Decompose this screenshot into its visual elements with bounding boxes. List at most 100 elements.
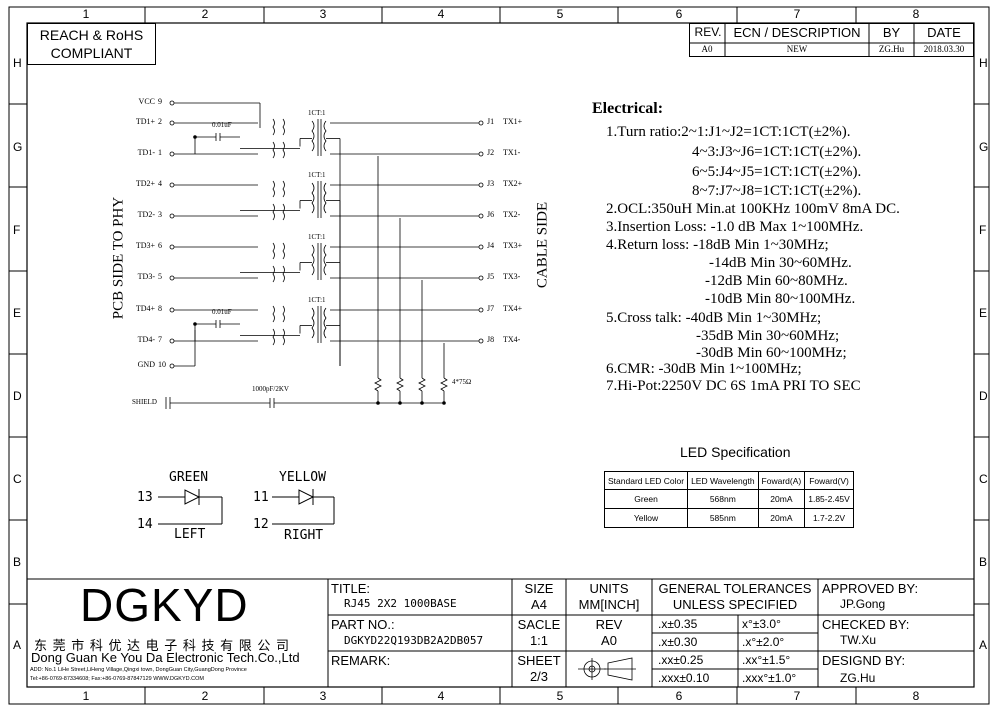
led-right-label: RIGHT [284, 528, 324, 543]
projection-symbol [578, 657, 636, 681]
zone-col-4-top: 4 [437, 7, 445, 21]
pin-right-signal: TX2- [503, 210, 521, 219]
size-label: SIZE [524, 581, 554, 596]
zone-row-g-right: G [979, 140, 989, 154]
zone-row-h-left: H [13, 56, 22, 70]
date-value: 2018.03.30 [923, 44, 965, 54]
pin-right-name: J3 [487, 179, 495, 188]
pin-left-name: VCC [138, 97, 155, 106]
checked-label: CHECKED BY: [822, 617, 910, 632]
capacitor-label: 0.01uF [212, 121, 232, 129]
pin-right-name: J6 [487, 210, 495, 219]
pin-left-num: 6 [158, 241, 162, 250]
company-name-cn: 东 莞 市 科 优 达 电 子 科 技 有 限 公 司 [34, 638, 290, 653]
sheet-value: 2/3 [529, 669, 549, 684]
tolerance-title-1: GENERAL TOLERANCES [658, 581, 812, 596]
transformer-ratio-label: 1CT:1 [308, 109, 326, 117]
company-logo: DGKYD [80, 579, 249, 631]
led-spec-title: LED Specification [680, 444, 791, 460]
pin-left-num: 8 [158, 304, 162, 313]
led-green-pin-b: 14 [137, 517, 153, 532]
zone-col-1-top: 1 [82, 7, 90, 21]
spec-line-11: 5.Cross talk: -40dB Min 1~30MHz; [606, 310, 822, 326]
transformer-ratio-label: 1CT:1 [308, 296, 326, 304]
tolerance-linear: .x±0.35 [658, 617, 698, 631]
title-label: TITLE: [331, 581, 371, 596]
pin-left-name: TD2+ [135, 179, 155, 188]
led-spec-table: Standard LED Color LED Wavelength Foward… [603, 471, 854, 528]
led-green-label: GREEN [169, 470, 209, 485]
zone-row-c-right: C [979, 472, 988, 486]
ecn-header: ECN / DESCRIPTION [733, 25, 861, 40]
pin-right-signal: TX1- [503, 148, 521, 157]
led-cell: 1.85-2.45V [804, 489, 854, 509]
checked-value: TW.Xu [840, 633, 877, 647]
table-row: Yellow 585nm 20mA 1.7-2.2V [603, 508, 854, 528]
compliance-line2: COMPLIANT [50, 45, 133, 61]
pin-left-name: TD3- [137, 272, 155, 281]
ecn-value: NEW [786, 44, 808, 54]
spec-line-4: 8~7:J7~J8=1CT:1CT(±2%). [692, 183, 862, 199]
pin-right-signal: TX2+ [503, 179, 523, 188]
tolerance-angular: .xxx°±1.0° [742, 671, 797, 685]
pin-left-num: 1 [158, 148, 162, 157]
scale-label: SACLE [517, 617, 561, 632]
zone-col-4-bottom: 4 [437, 689, 445, 703]
pin-left-name: TD2- [137, 210, 155, 219]
tolerance-angular: .x°±2.0° [742, 635, 785, 649]
zone-col-6-top: 6 [675, 7, 683, 21]
zone-row-e-right: E [979, 306, 988, 320]
pin-left-num: 10 [158, 360, 166, 369]
spec-line-15: 7.Hi-Pot:2250V DC 6S 1mA PRI TO SEC [606, 378, 861, 394]
company-name-en: Dong Guan Ke You Da Electronic Tech.Co.,… [31, 650, 300, 665]
by-value: ZG.Hu [878, 44, 905, 54]
zone-col-8-bottom: 8 [912, 689, 920, 703]
spec-line-9: -12dB Min 60~80MHz. [705, 273, 848, 289]
zone-row-c-left: C [13, 472, 22, 486]
pin-left-name: TD3+ [135, 241, 155, 250]
electrical-heading: Electrical: [592, 100, 664, 117]
compliance-line1: REACH & RoHS [39, 27, 144, 43]
zone-row-h-right: H [979, 56, 988, 70]
zone-col-2-bottom: 2 [201, 689, 209, 703]
part-value: DGKYD22Q193DB2A2DB057 [344, 634, 484, 647]
zone-row-a-left: A [13, 638, 22, 652]
zone-row-f-left: F [13, 223, 21, 237]
spec-line-3: 6~5:J4~J5=1CT:1CT(±2%). [692, 164, 862, 180]
pin-right-name: J4 [487, 241, 495, 250]
pin-right-name: J7 [487, 304, 495, 313]
pin-left-num: 5 [158, 272, 162, 281]
spec-line-14: 6.CMR: -30dB Min 1~100MHz; [606, 361, 802, 377]
approved-label: APPROVED BY: [822, 581, 919, 596]
part-label: PART NO.: [331, 617, 395, 632]
zone-row-d-left: D [13, 389, 22, 403]
zone-col-7-top: 7 [793, 7, 801, 21]
led-yellow-pin-a: 11 [253, 490, 269, 505]
led-spec-header-row: Standard LED Color LED Wavelength Foward… [603, 471, 854, 490]
zone-row-b-left: B [13, 555, 22, 569]
shield-capacitor-label: 1000pF/2KV [252, 385, 289, 393]
led-cell: Yellow [603, 508, 689, 528]
rev-header: REV. [694, 25, 722, 39]
pin-right-signal: TX4- [503, 335, 521, 344]
units-label: UNITS [589, 581, 629, 596]
tolerance-angular: x°±3.0° [742, 617, 781, 631]
pin-left-num: 2 [158, 117, 162, 126]
title-value: RJ45 2X2 1000BASE [344, 597, 457, 610]
zone-col-3-top: 3 [319, 7, 327, 21]
revision-table: REV. ECN / DESCRIPTION BY DATE A0 NEW ZG… [689, 23, 974, 57]
resistor-network-label: 4*75Ω [452, 378, 472, 386]
spec-line-5: 2.OCL:350uH Min.at 100KHz 100mV 8mA DC. [606, 201, 900, 217]
pin-left-name: TD1- [137, 148, 155, 157]
pin-left-name: TD4+ [135, 304, 155, 313]
spec-line-1: 1.Turn ratio:2~1:J1~J2=1CT:1CT(±2%). [606, 124, 851, 140]
tolerance-title-2: UNLESS SPECIFIED [672, 597, 798, 612]
capacitor-label: 0.01uF [212, 308, 232, 316]
company-contact: Tel:+86-0769-87334608; Fax:+86-0769-8784… [30, 676, 204, 682]
pin-right-name: J2 [487, 148, 495, 157]
zone-col-1-bottom: 1 [82, 689, 90, 703]
tolerance-linear: .xxx±0.10 [658, 671, 710, 685]
